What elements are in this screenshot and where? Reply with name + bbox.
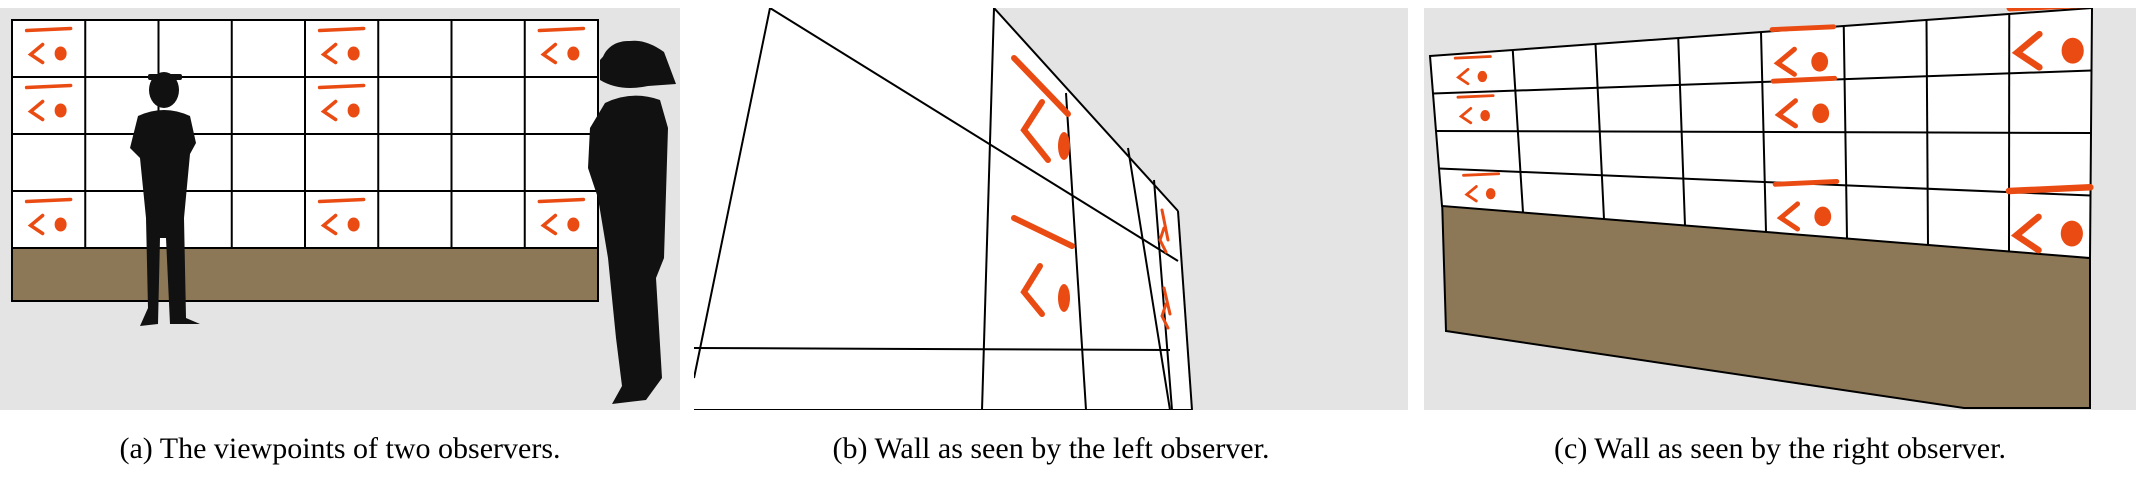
orange-logo-icon <box>1770 75 1838 129</box>
orange-logo-icon <box>317 197 366 236</box>
orange-logo-icon <box>1456 94 1495 125</box>
wall-grid <box>1428 8 2094 409</box>
orange-logo-icon <box>24 26 73 65</box>
floor-strip <box>11 247 599 302</box>
panel-c-illustration <box>1424 8 2136 410</box>
orange-logo-icon <box>1011 55 1071 163</box>
orange-logo-icon <box>1011 215 1075 317</box>
orange-logo-icon <box>537 197 586 236</box>
panel-b-illustration <box>694 8 1408 410</box>
panel-b <box>694 8 1408 410</box>
person-silhouette-icon <box>588 40 676 405</box>
orange-logo-icon <box>1158 208 1170 254</box>
orange-logo-icon <box>2006 8 2085 71</box>
caption-b: (b) Wall as seen by the left observer. <box>832 432 1270 465</box>
panel-c <box>1424 8 2136 410</box>
orange-logo-icon <box>1453 55 1492 86</box>
orange-logo-icon <box>2005 184 2094 254</box>
person-silhouette-icon <box>130 72 200 326</box>
orange-logo-icon <box>1160 286 1172 330</box>
caption-c: (c) Wall as seen by the right observer. <box>1554 432 2006 465</box>
orange-logo-icon <box>317 26 366 65</box>
orange-logo-icon <box>1772 179 1840 232</box>
orange-logo-icon <box>537 26 586 65</box>
orange-logo-icon <box>24 83 73 122</box>
orange-logo-icon <box>1462 172 1501 203</box>
caption-a: (a) The viewpoints of two observers. <box>119 432 561 465</box>
orange-logo-icon <box>317 83 366 122</box>
wall-grid <box>694 8 1193 410</box>
wall-grid <box>11 19 599 249</box>
orange-logo-icon <box>1769 24 1837 77</box>
panel-a <box>0 8 680 410</box>
panel-a-illustration <box>0 8 680 410</box>
orange-logo-icon <box>24 197 73 236</box>
